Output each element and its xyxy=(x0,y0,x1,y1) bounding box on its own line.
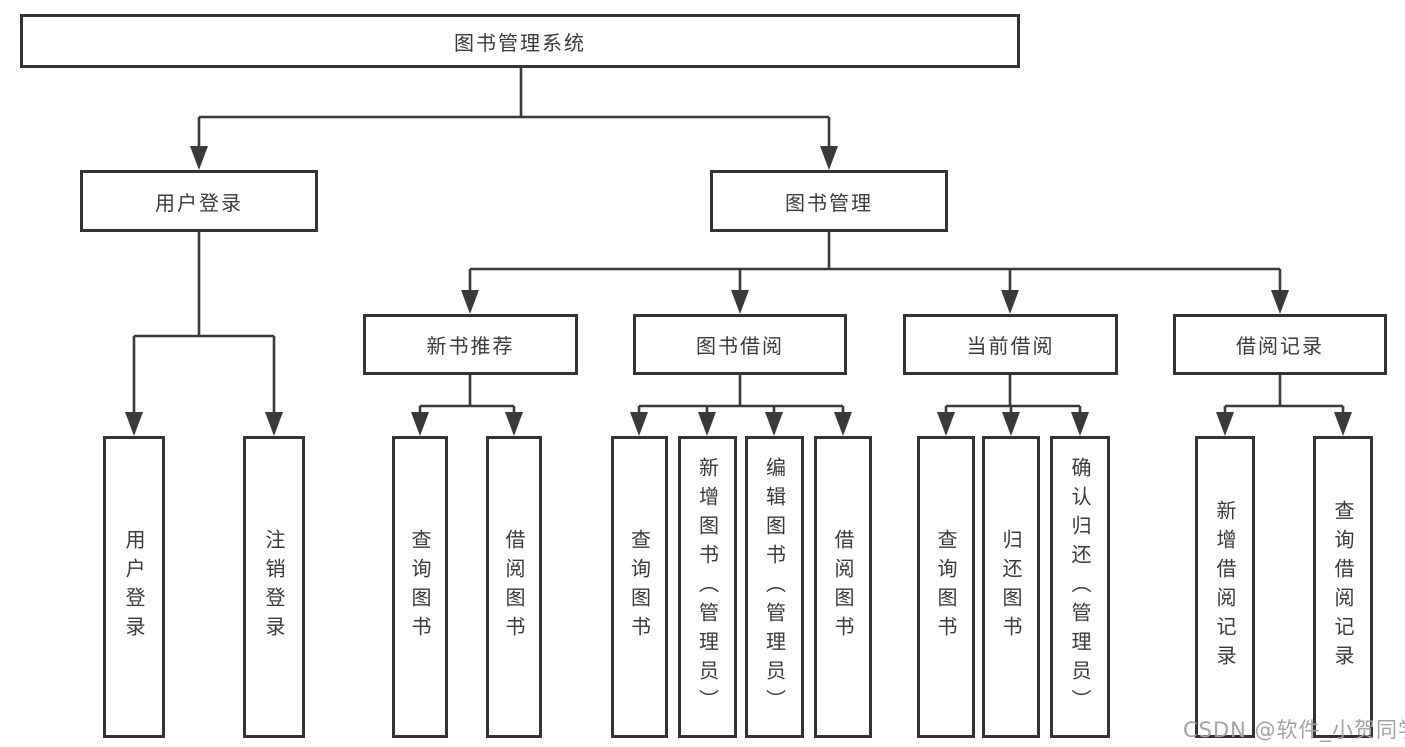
node-label: 确认归还（管理员） xyxy=(1068,456,1092,718)
node-label: 图书管理 xyxy=(785,190,873,215)
node-label: 用户登录 xyxy=(155,190,243,215)
leaf-logout: 注销登录 xyxy=(243,436,305,738)
node-new-book-recommend: 新书推荐 xyxy=(363,314,578,375)
node-label: 借阅记录 xyxy=(1236,334,1324,358)
node-label: 编辑图书（管理员） xyxy=(762,456,787,718)
node-label: 查询图书 xyxy=(934,529,958,645)
leaf-add-book-admin: 新增图书（管理员） xyxy=(678,436,737,738)
leaf-query-books-3: 查询图书 xyxy=(917,436,975,738)
node-label: 归还图书 xyxy=(999,529,1023,645)
node-label: 查询借阅记录 xyxy=(1331,500,1355,674)
node-book-borrowing: 图书借阅 xyxy=(633,314,847,375)
node-label: 新增借阅记录 xyxy=(1213,500,1237,674)
node-label: 借阅图书 xyxy=(502,529,526,645)
node-label: 新书推荐 xyxy=(426,334,515,358)
node-borrowing-records: 借阅记录 xyxy=(1173,314,1387,375)
node-label: 图书管理系统 xyxy=(454,30,586,55)
node-book-management-module: 图书管理 xyxy=(710,170,948,232)
leaf-borrow-books-2: 借阅图书 xyxy=(814,436,872,738)
node-user-login-module: 用户登录 xyxy=(80,170,318,232)
leaf-edit-book-admin: 编辑图书（管理员） xyxy=(745,436,804,738)
node-label: 注销登录 xyxy=(262,529,286,645)
leaf-borrow-books-1: 借阅图书 xyxy=(486,436,542,738)
leaf-add-borrow-record: 新增借阅记录 xyxy=(1195,436,1255,738)
node-label: 查询图书 xyxy=(627,529,652,645)
node-label: 用户登录 xyxy=(122,529,146,645)
node-library-system: 图书管理系统 xyxy=(20,14,1020,68)
node-label: 查询图书 xyxy=(408,529,432,645)
leaf-query-books-1: 查询图书 xyxy=(392,436,448,738)
node-current-borrowing: 当前借阅 xyxy=(903,314,1118,375)
leaf-query-books-2: 查询图书 xyxy=(611,436,668,738)
node-label: 图书借阅 xyxy=(696,334,784,358)
leaf-user-login: 用户登录 xyxy=(103,436,165,738)
node-label: 新增图书（管理员） xyxy=(695,456,720,718)
leaf-query-borrow-record: 查询借阅记录 xyxy=(1313,436,1373,738)
node-label: 借阅图书 xyxy=(831,529,855,645)
node-label: 当前借阅 xyxy=(966,334,1055,358)
leaf-confirm-return-admin: 确认归还（管理员） xyxy=(1050,436,1110,738)
watermark: CSDN @软件_小贺同学 xyxy=(1183,718,1405,742)
leaf-return-books: 归还图书 xyxy=(982,436,1040,738)
